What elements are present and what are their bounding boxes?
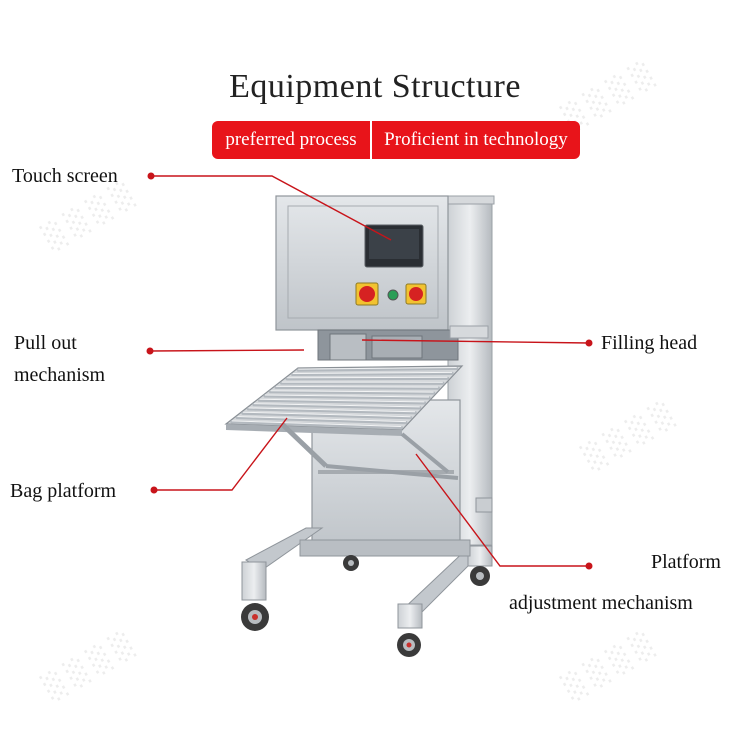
control-buttons — [355, 282, 427, 306]
platform-roller-highlight — [264, 394, 430, 398]
touch-screen-icon — [364, 224, 424, 268]
leader-pull-out — [149, 349, 305, 352]
caster-wheels — [241, 555, 490, 657]
platform-roller-highlight — [276, 385, 439, 388]
platform-roller — [268, 390, 436, 395]
label-touch-screen: Touch screen — [12, 165, 118, 187]
filling-head-icon — [317, 325, 489, 361]
platform-roller-highlight — [231, 420, 402, 428]
platform-roller-highlight — [237, 416, 406, 423]
platform-roller-highlight — [242, 411, 411, 418]
label-platform-line1: Platform — [651, 551, 721, 573]
platform-roller — [296, 366, 459, 372]
banner-preferred-process: preferred process — [212, 121, 370, 159]
platform-roller-highlight — [248, 407, 416, 413]
platform-roller-highlight — [253, 403, 420, 408]
platform-roller — [241, 411, 413, 420]
platform-roller — [291, 371, 454, 377]
platform-roller — [252, 403, 422, 410]
leader-lines — [149, 175, 590, 567]
leader-dots — [146, 172, 593, 570]
platform-roller — [274, 385, 440, 390]
label-bag-platform: Bag platform — [10, 480, 117, 502]
bag-platform-icon — [224, 365, 464, 480]
leader-platform-adjustment — [415, 453, 589, 567]
platform-roller-highlight — [259, 398, 425, 403]
label-pull-out-line1: Pull out — [14, 332, 77, 354]
base-frame — [241, 527, 493, 629]
leader-touch-screen — [151, 175, 392, 241]
label-platform-line2: adjustment mechanism — [509, 592, 693, 614]
platform-roller — [263, 394, 431, 400]
platform-roller-highlight — [270, 390, 434, 393]
platform-roller — [257, 398, 426, 405]
label-filling-head: Filling head — [601, 332, 698, 354]
page-title: Equipment Structure — [229, 68, 521, 105]
platform-roller — [246, 407, 417, 415]
platform-roller-highlight — [298, 366, 457, 370]
banner-proficient-technology: Proficient in technology — [372, 121, 580, 159]
platform-roller-highlight — [292, 371, 453, 374]
leader-bag-platform — [154, 417, 288, 491]
platform-roller — [230, 420, 403, 430]
leader-filling-head — [361, 339, 590, 344]
platform-roller — [235, 415, 408, 425]
label-pull-out-line2: mechanism — [14, 364, 106, 386]
